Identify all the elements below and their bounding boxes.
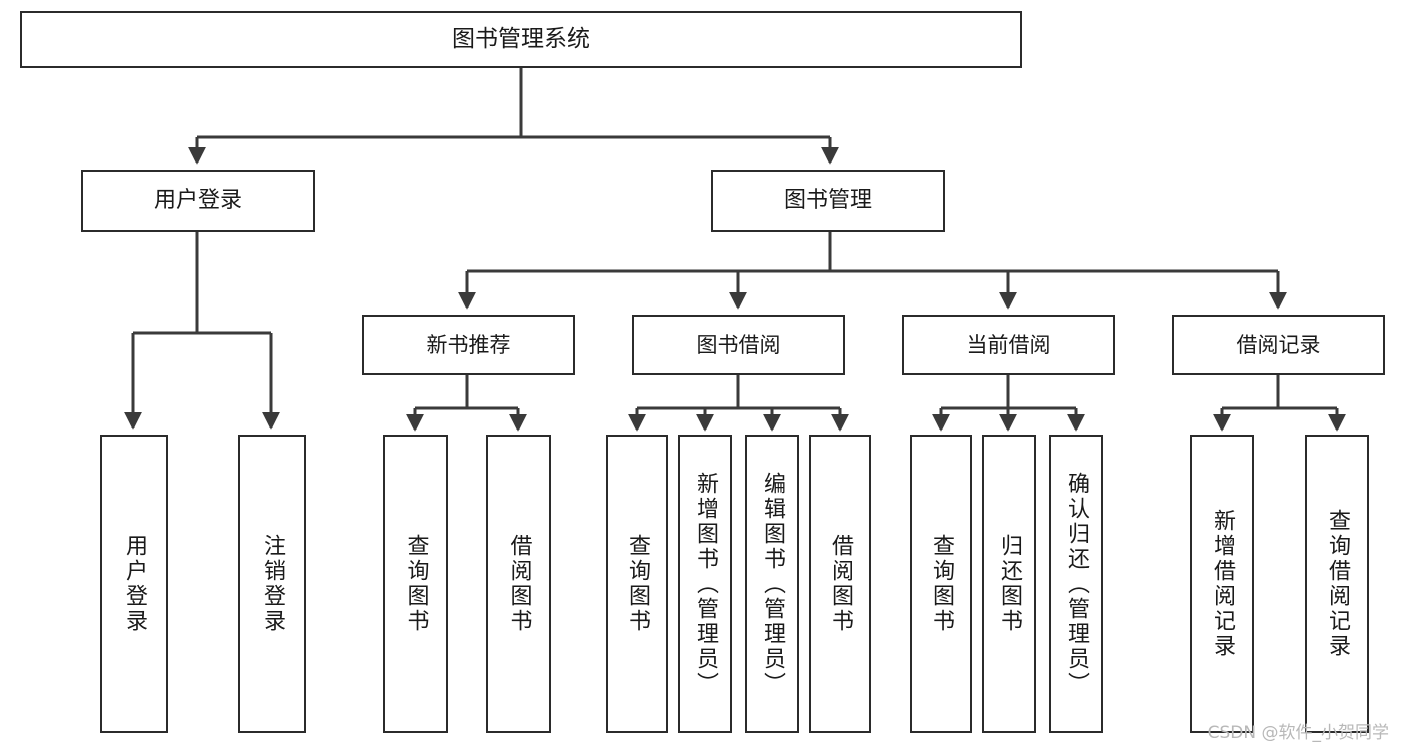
leaf-query-book-borrow[interactable]: 查询图书 (606, 435, 668, 733)
leaf-confirm-return-admin[interactable]: 确认归还（管理员） (1049, 435, 1103, 733)
leaf-edit-book-admin[interactable]: 编辑图书（管理员） (745, 435, 799, 733)
leaf-query-book-current[interactable]: 查询图书 (910, 435, 972, 733)
leaf-logout[interactable]: 注销登录 (238, 435, 306, 733)
node-label: 新增图书（管理员） (693, 471, 718, 697)
leaf-user-login[interactable]: 用户登录 (100, 435, 168, 733)
node-label: 归还图书 (997, 534, 1022, 634)
leaf-add-borrow-record[interactable]: 新增借阅记录 (1190, 435, 1254, 733)
leaf-borrow-book-borrow[interactable]: 借阅图书 (809, 435, 871, 733)
node-label: 图书管理系统 (452, 26, 590, 53)
node-label: 借阅记录 (1236, 332, 1321, 357)
leaf-borrow-book-recommend[interactable]: 借阅图书 (486, 435, 551, 733)
node-label: 图书借阅 (696, 332, 781, 357)
node-label: 编辑图书（管理员） (760, 471, 785, 697)
node-label: 借阅图书 (828, 534, 853, 634)
leaf-query-borrow-record[interactable]: 查询借阅记录 (1305, 435, 1369, 733)
node-label: 用户登录 (153, 188, 242, 214)
node-label: 当前借阅 (966, 332, 1051, 357)
node-label: 查询图书 (929, 534, 954, 634)
node-label: 用户登录 (122, 534, 147, 634)
node-label: 图书管理 (783, 188, 872, 214)
node-label: 查询图书 (403, 534, 429, 634)
leaf-add-book-admin[interactable]: 新增图书（管理员） (678, 435, 732, 733)
node-label: 注销登录 (260, 534, 285, 634)
node-new-book-recommend[interactable]: 新书推荐 (362, 315, 575, 375)
node-label: 新增借阅记录 (1210, 509, 1235, 659)
watermark-text: CSDN @软件_小贺同学 (1207, 723, 1389, 743)
node-label: 新书推荐 (426, 332, 511, 357)
node-root-system[interactable]: 图书管理系统 (20, 11, 1022, 68)
node-label: 确认归还（管理员） (1064, 471, 1089, 697)
node-borrow-record[interactable]: 借阅记录 (1172, 315, 1385, 375)
node-current-borrow[interactable]: 当前借阅 (902, 315, 1115, 375)
node-book-management[interactable]: 图书管理 (711, 170, 945, 232)
node-book-borrow[interactable]: 图书借阅 (632, 315, 845, 375)
leaf-return-book[interactable]: 归还图书 (982, 435, 1036, 733)
node-user-login[interactable]: 用户登录 (81, 170, 315, 232)
node-label: 查询图书 (625, 534, 650, 634)
node-label: 查询借阅记录 (1325, 509, 1350, 659)
leaf-query-book-recommend[interactable]: 查询图书 (383, 435, 448, 733)
node-label: 借阅图书 (506, 534, 532, 634)
